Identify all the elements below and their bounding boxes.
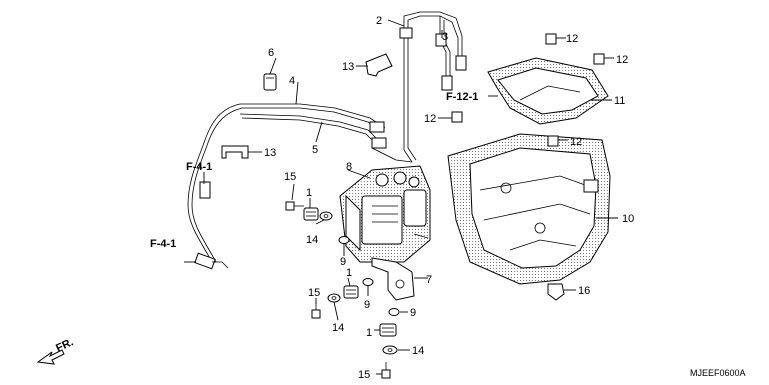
bolt-15b — [311, 302, 321, 319]
callout-14b: 14 — [332, 322, 344, 334]
callout-9a: 9 — [340, 256, 346, 268]
bolt-15a — [285, 201, 304, 211]
callout-13-top: 13 — [342, 61, 354, 73]
battery-tray-box — [447, 133, 611, 285]
callout-5: 5 — [312, 144, 318, 156]
washer-14a — [319, 211, 333, 221]
collar-9a — [338, 236, 350, 244]
rubber-mount-1a — [303, 207, 319, 221]
bolt-12b — [593, 53, 605, 65]
bolt-15c — [381, 362, 391, 379]
clamp-13-top — [365, 53, 393, 77]
ref-f-12-1: F-12-1 — [446, 91, 478, 103]
front-arrow-icon — [36, 349, 65, 365]
abs-bracket — [371, 257, 415, 301]
clip-16 — [547, 283, 565, 301]
callout-labels: 2 3 4 5 6 13 13 8 7 11 10 12 12 12 12 16… — [264, 15, 634, 381]
callout-4: 4 — [289, 75, 295, 87]
bolt-12c — [451, 111, 463, 123]
callout-2: 2 — [376, 15, 382, 27]
callout-15b: 15 — [308, 287, 320, 299]
callout-14c: 14 — [412, 345, 424, 357]
rubber-mount-1b — [343, 285, 359, 299]
clamp-13-left — [221, 145, 249, 159]
callout-13-left: 13 — [264, 147, 276, 159]
leader-lines — [184, 19, 618, 375]
bolt-12d — [547, 135, 559, 147]
ref-f-4-1-lower: F-4-1 — [150, 238, 176, 250]
callout-15a: 15 — [284, 171, 296, 183]
washer-14c — [382, 345, 398, 355]
direction-label: FR. — [54, 336, 75, 354]
callout-3: 3 — [442, 31, 448, 43]
abs-modulator — [339, 165, 431, 263]
callout-12b: 12 — [616, 54, 628, 66]
callout-15c: 15 — [358, 369, 370, 381]
callout-16: 16 — [578, 285, 590, 297]
ref-f-4-1-upper: F-4-1 — [186, 161, 212, 173]
callout-12c: 12 — [424, 113, 436, 125]
bolt-12a — [545, 33, 557, 45]
callout-6: 6 — [268, 47, 274, 59]
callout-1c: 1 — [366, 327, 372, 339]
callout-11: 11 — [614, 95, 625, 107]
callout-14a: 14 — [306, 234, 318, 246]
figure-references: F-4-1 F-4-1 F-12-1 — [150, 91, 478, 250]
washer-14b — [327, 293, 341, 303]
callout-1b: 1 — [346, 267, 352, 279]
callout-1a: 1 — [306, 187, 312, 199]
clamp-6 — [263, 73, 277, 91]
callout-12a: 12 — [566, 33, 578, 45]
collar-9c — [388, 308, 400, 316]
brake-pipe-2-3 — [371, 11, 467, 163]
brake-pipe-assembly — [187, 103, 387, 270]
cover-11 — [487, 57, 609, 125]
callout-12d: 12 — [570, 136, 582, 148]
callout-8: 8 — [346, 161, 352, 173]
rubber-mount-1c — [379, 323, 397, 337]
callout-7: 7 — [426, 274, 432, 286]
callout-9c: 9 — [410, 307, 416, 319]
callout-10: 10 — [622, 213, 634, 225]
collar-9b — [362, 278, 374, 286]
catalog-code: MJEEF0600A — [690, 368, 746, 378]
front-direction-indicator: FR. — [36, 336, 75, 365]
callout-9b: 9 — [364, 299, 370, 311]
